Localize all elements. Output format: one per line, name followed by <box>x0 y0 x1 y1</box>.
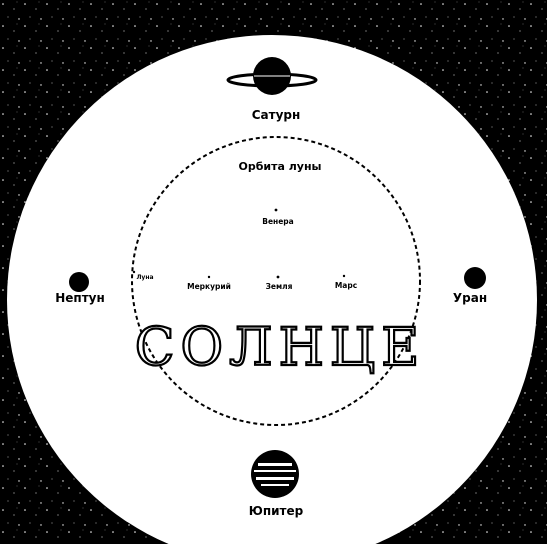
orbit-label: Орбита луны <box>238 160 321 173</box>
uranus-label: Уран <box>453 291 487 305</box>
venus-icon <box>275 209 278 212</box>
earth-icon <box>277 276 280 279</box>
mars-label: Марс <box>335 281 357 290</box>
neptune-label: Нептун <box>55 291 105 305</box>
venus-label: Венера <box>262 217 294 226</box>
neptune-icon <box>69 272 89 292</box>
moon-icon <box>133 271 135 273</box>
jupiter-icon <box>251 450 299 498</box>
uranus-icon <box>464 267 486 289</box>
mercury-icon <box>208 276 210 278</box>
earth-label: Земля <box>266 282 293 291</box>
jupiter-label: Юпитер <box>249 504 304 518</box>
mars-icon <box>343 275 345 277</box>
mercury-label: Меркурий <box>187 282 231 291</box>
sun-label: СОЛНЦЕ <box>135 318 425 378</box>
saturn-label: Сатурн <box>252 108 301 122</box>
moon-label: Луна <box>136 274 153 281</box>
